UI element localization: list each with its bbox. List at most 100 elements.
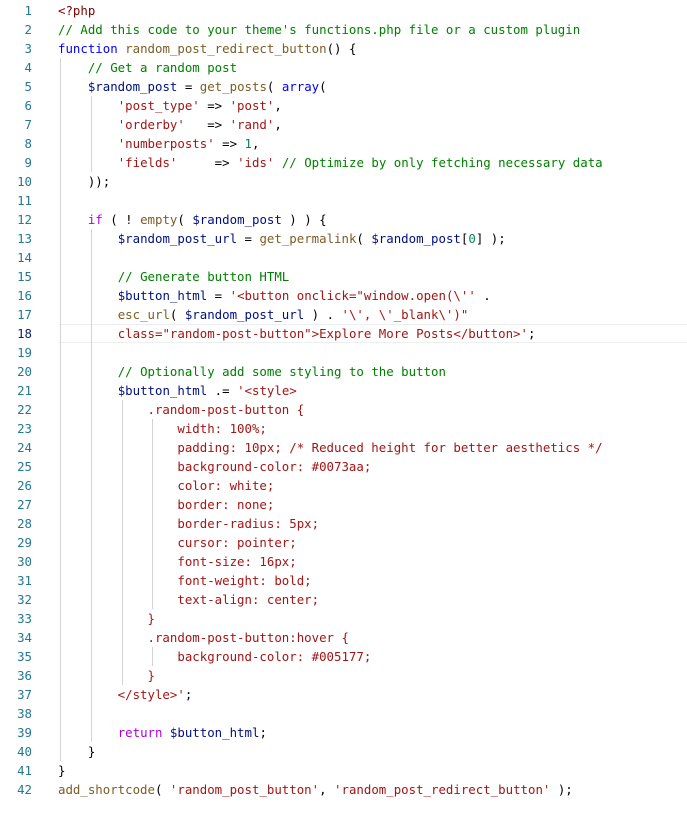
line-number: 3 (24, 41, 32, 56)
code-token: , (319, 782, 335, 797)
code-token (58, 155, 118, 170)
code-line[interactable]: } (58, 742, 687, 761)
code-token: ; (184, 687, 193, 702)
code-line[interactable]: // Generate button HTML (58, 267, 687, 286)
line-number: 16 (17, 288, 32, 303)
code-line[interactable]: background-color: #005177; (58, 647, 687, 666)
code-token: = (207, 288, 230, 303)
code-token: .random-post-button:hover { (58, 630, 349, 645)
code-line[interactable]: </style>'; (58, 685, 687, 704)
code-line[interactable]: return $button_html; (58, 723, 687, 742)
code-line[interactable]: $random_post = get_posts( array( (58, 77, 687, 96)
code-token: [ (460, 231, 469, 246)
code-line[interactable]: } (58, 609, 687, 628)
code-token: 'ids' (237, 155, 275, 170)
code-line[interactable]: if ( ! empty( $random_post ) ) { (58, 210, 687, 229)
code-line[interactable] (58, 191, 687, 210)
code-line[interactable]: // Get a random post (58, 58, 687, 77)
code-token: 'post_type' (117, 98, 200, 113)
code-line[interactable]: } (58, 666, 687, 685)
code-token: } (58, 744, 96, 759)
code-token: $button_html (169, 725, 260, 740)
line-number: 14 (17, 250, 32, 265)
code-line[interactable]: font-weight: bold; (58, 571, 687, 590)
code-token (58, 307, 118, 322)
line-number: 38 (17, 706, 32, 721)
code-line[interactable]: font-size: 16px; (58, 552, 687, 571)
code-line[interactable] (58, 248, 687, 267)
code-token: '\', \'_blank\')" (341, 307, 469, 322)
code-token: 'random_post_redirect_button' (334, 782, 551, 797)
code-token (58, 269, 118, 284)
code-token: // Add this code to your theme's functio… (58, 22, 581, 37)
code-token: . (475, 288, 491, 303)
code-line[interactable]: 'post_type' => 'post', (58, 96, 687, 115)
code-token: $random_post_url (184, 307, 305, 322)
line-number: 18 (17, 326, 32, 341)
code-line[interactable]: } (58, 761, 687, 780)
line-number: 20 (17, 364, 32, 379)
code-token: 'fields' (117, 155, 178, 170)
code-line[interactable]: esc_url( $random_post_url ) . '\', \'_bl… (58, 305, 687, 324)
indent-guide (122, 400, 123, 685)
code-line[interactable]: background-color: #0073aa; (58, 457, 687, 476)
code-line[interactable]: color: white; (58, 476, 687, 495)
code-token: <?php (58, 3, 96, 18)
code-token: } (58, 763, 66, 778)
code-token: get_posts (199, 79, 267, 94)
line-number: 41 (17, 763, 32, 778)
code-token: $random_post (192, 212, 282, 227)
code-line[interactable]: text-align: center; (58, 590, 687, 609)
code-line[interactable]: border-radius: 5px; (58, 514, 687, 533)
code-token: 'orderby' (117, 117, 185, 132)
code-line[interactable]: )); (58, 172, 687, 191)
code-line[interactable]: // Optionally add some styling to the bu… (58, 362, 687, 381)
line-number: 27 (17, 497, 32, 512)
code-token (58, 98, 118, 113)
code-token: ( (319, 79, 327, 94)
line-number: 11 (17, 193, 32, 208)
code-token: // Generate button HTML (117, 269, 290, 284)
code-line[interactable]: $button_html .= '<style> (58, 381, 687, 400)
code-line[interactable]: <?php (58, 1, 687, 20)
code-token: border: none; (58, 497, 275, 512)
code-token: function (58, 41, 118, 56)
code-line[interactable]: border: none; (58, 495, 687, 514)
code-line[interactable]: 'numberposts' => 1, (58, 134, 687, 153)
code-token: () { (326, 41, 357, 56)
code-token: => (177, 155, 238, 170)
code-line[interactable]: // Add this code to your theme's functio… (58, 20, 687, 39)
line-number: 35 (17, 649, 32, 664)
code-line[interactable]: cursor: pointer; (58, 533, 687, 552)
code-line[interactable]: .random-post-button { (58, 400, 687, 419)
code-line[interactable]: add_shortcode( 'random_post_button', 'ra… (58, 780, 687, 799)
code-line[interactable]: 'fields' => 'ids' // Optimize by only fe… (58, 153, 687, 172)
code-area[interactable]: <?php // Add this code to your theme's fu… (58, 0, 687, 814)
code-token: ( (169, 307, 185, 322)
code-line[interactable]: $button_html = '<button onclick="window.… (58, 286, 687, 305)
code-line[interactable]: width: 100%; (58, 419, 687, 438)
code-line[interactable] (58, 704, 687, 723)
code-token: ( (266, 79, 282, 94)
code-token: text-align: center; (58, 592, 320, 607)
code-line[interactable] (58, 343, 687, 362)
code-token: cursor: pointer; (58, 535, 297, 550)
line-number: 37 (17, 687, 32, 702)
code-token: $random_post_url (117, 231, 238, 246)
code-line[interactable]: .random-post-button:hover { (58, 628, 687, 647)
code-line[interactable]: function random_post_redirect_button() { (58, 39, 687, 58)
code-token (58, 212, 88, 227)
line-number: 2 (24, 22, 32, 37)
code-line[interactable]: $random_post_url = get_permalink( $rando… (58, 229, 687, 248)
indent-guide (60, 58, 61, 761)
code-token (58, 136, 118, 151)
line-number: 29 (17, 535, 32, 550)
code-line[interactable]: 'orderby' => 'rand', (58, 115, 687, 134)
code-line[interactable]: padding: 10px; /* Reduced height for bet… (58, 438, 687, 457)
code-token (58, 364, 118, 379)
line-number: 34 (17, 630, 32, 645)
code-token: $button_html (117, 383, 208, 398)
code-line[interactable]: class="random-post-button">Explore More … (58, 324, 687, 343)
code-token: get_permalink (259, 231, 357, 246)
